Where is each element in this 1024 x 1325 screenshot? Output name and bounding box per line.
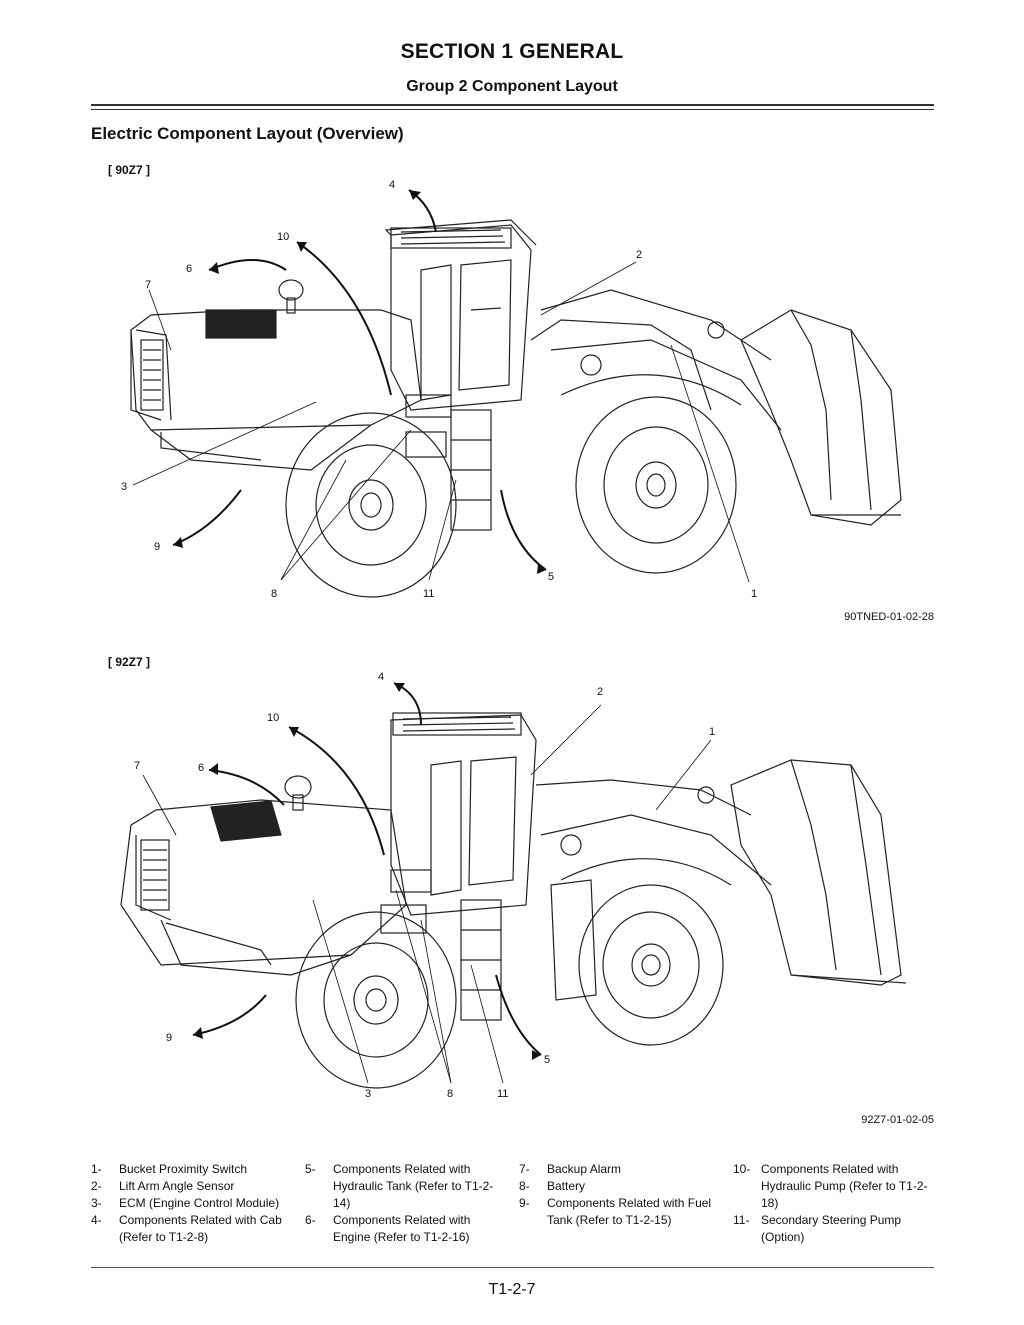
callout-7: 7 [134,760,140,772]
legend-item-11: 11-Secondary Steering Pump (Option) [733,1213,902,1244]
callout-8: 8 [447,1088,453,1100]
callout-1: 1 [709,726,715,738]
legend-item-7: 7-Backup Alarm [519,1162,622,1176]
callout-4: 4 [389,179,395,191]
sub-heading: Electric Component Layout (Overview) [91,124,404,143]
callout-3: 3 [121,481,127,493]
callout-2: 2 [597,686,603,698]
callout-10: 10 [267,712,279,724]
callout-9: 9 [166,1032,172,1044]
legend-item-10: 10-Components Related with Hydraulic Pum… [733,1162,928,1210]
callout-2: 2 [636,249,642,261]
legend-item-3: 3-ECM (Engine Control Module) [91,1196,280,1210]
page-number: T1-2-7 [488,1281,536,1298]
figure-1-code: 90TNED-01-02-28 [844,611,934,623]
header-rule [91,104,934,106]
callout-6: 6 [186,263,192,275]
callout-11: 11 [423,588,434,600]
callout-7: 7 [145,279,151,291]
legend-item-2: 2-Lift Arm Angle Sensor [91,1179,235,1193]
figure-2-model-label: [ 92Z7 ] [108,655,151,669]
legend-item-8: 8-Battery [519,1179,586,1193]
figure-1-loader-drawing: 4 10 6 7 2 3 9 5 8 11 1 [121,179,902,600]
callout-3: 3 [365,1088,371,1100]
callout-9: 9 [154,541,160,553]
callout-1: 1 [751,588,757,600]
footer-rule [91,1267,934,1268]
legend-item-1: 1-Bucket Proximity Switch [91,1162,248,1176]
legend-item-9: 9-Components Related with Fuel Tank (Ref… [519,1196,712,1227]
legend-item-6: 6-Components Related with Engine (Refer … [305,1213,471,1244]
callout-8: 8 [271,588,277,600]
header-rule-thin [91,109,934,110]
legend-item-5: 5-Components Related with Hydraulic Tank… [305,1162,494,1210]
callout-11: 11 [497,1088,508,1100]
group-title: Group 2 Component Layout [406,78,618,95]
callout-6: 6 [198,762,204,774]
figure-1-model-label: [ 90Z7 ] [108,163,151,177]
figure-2-loader-drawing: 4 10 6 7 2 1 9 5 3 8 11 [120,671,907,1100]
callout-4: 4 [378,671,384,683]
section-title: SECTION 1 GENERAL [400,40,624,63]
legend-item-4: 4-Components Related with Cab (Refer to … [91,1213,282,1244]
callout-10: 10 [277,231,289,243]
figure-2-code: 92Z7-01-02-05 [861,1114,934,1126]
callout-5: 5 [544,1054,550,1066]
callout-5: 5 [548,571,554,583]
